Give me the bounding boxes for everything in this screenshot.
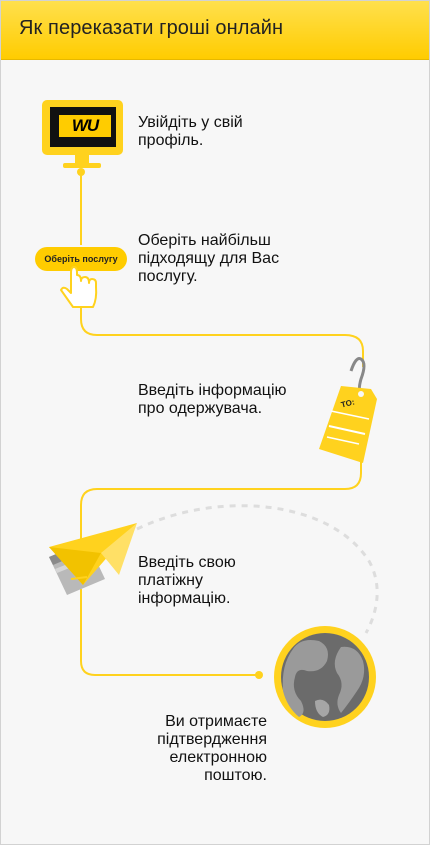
step-login-text: Увійдіть у свій профіль. [138,114,243,149]
luggage-tag-icon [319,357,377,463]
step-payment-info-text: Введіть свою платіжну інформацію. [138,554,236,607]
step-receiver-info-text: Введіть інформацію про одержувача. [138,382,287,417]
paper-plane-icon [49,523,137,585]
wu-logo: WU [59,115,111,137]
select-service-button-shape [35,247,127,271]
step-choose-service-text: Оберіть найбільш підходящу для Вас послу… [138,232,280,285]
globe-icon [274,626,376,728]
flight-path [136,504,379,634]
step-confirmation-text: Ви отримаєте підтвердження електронною п… [157,713,267,784]
select-service-button[interactable]: Оберіть послугу [44,254,118,264]
hand-pointer-icon [60,266,98,308]
header-bar: Як переказати гроші онлайн [1,1,429,60]
flow-connector [80,173,364,676]
page-title: Як переказати гроші онлайн [19,17,284,39]
flow-dot [255,671,263,679]
flow-dot [77,168,85,176]
